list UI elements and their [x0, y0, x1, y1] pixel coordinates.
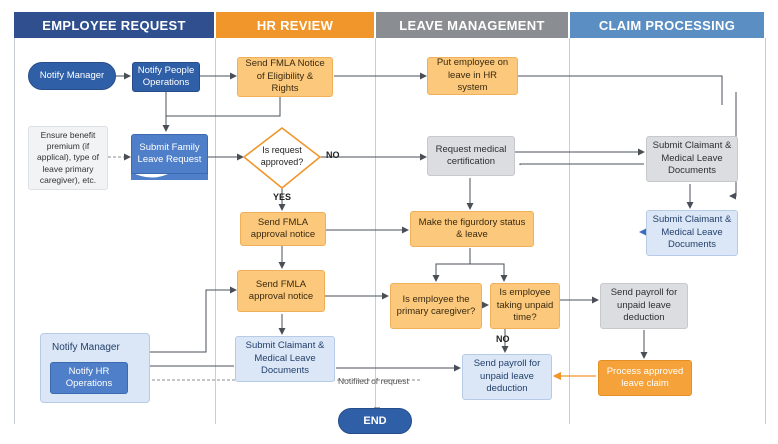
notify-manager-bottom: Notify Manager: [52, 342, 120, 353]
lane-leave-management: [375, 38, 570, 424]
lane-header-hr-review: HR REVIEW: [216, 12, 374, 38]
edge-label-no-1: NO: [326, 150, 340, 160]
edge-people-ops-loop-to-fmla-notice: [165, 90, 281, 117]
submit-claimant-hr: Submit Claimant & Medical Leave Document…: [235, 336, 335, 382]
lane-employee-request: [14, 38, 215, 424]
is-primary-caregiver: Is employee the primary caregiver?: [390, 283, 482, 329]
send-fmla-approval-2: Send FMLA approval notice: [237, 270, 325, 312]
edge-submit-claimant-back: [519, 163, 644, 165]
edge-right-return: [729, 92, 737, 200]
lane-header-leave-management: LEAVE MANAGEMENT: [376, 12, 568, 38]
edge-make-figurdory-to-unpaid: [470, 263, 508, 282]
request-medical-cert: Request medical certification: [427, 136, 515, 176]
put-employee-on-leave: Put employee on leave in HR system: [427, 57, 518, 95]
edge-label-no-2: NO: [496, 334, 510, 344]
send-payroll-right: Send payroll for unpaid leave deduction: [600, 283, 688, 329]
edge-label-notified: Notifiied of request: [338, 376, 409, 386]
notify-hr-ops: Notify HR Operations: [50, 362, 128, 394]
send-payroll-bottom: Send payroll for unpaid leave deduction: [462, 354, 552, 400]
lane-hr-review: [215, 38, 376, 424]
decision-is-request-approved: [242, 126, 322, 190]
edge-notify-manager-bottom-to-approval-2: [140, 286, 237, 353]
lane-header-claim-processing: CLAIM PROCESSING: [570, 12, 764, 38]
edge-put-on-leave-to-claim: [518, 75, 723, 105]
notify-people-ops: Notify People Operations: [132, 62, 200, 92]
end-terminator: END: [338, 408, 412, 434]
ensure-benefit-note: Ensure benefit premium (if applical), ty…: [28, 126, 108, 190]
submit-claimant-mid: Submit Claimant & Medical Leave Document…: [646, 210, 738, 256]
edge-make-figurdory-to-primary: [432, 248, 471, 282]
process-approved-claim: Process approved leave claim: [598, 360, 692, 396]
submit-family-leave: Submit Family Leave Request: [131, 134, 208, 174]
lane-claim-processing: [569, 38, 766, 424]
lane-header-employee-request: EMPLOYEE REQUEST: [14, 12, 214, 38]
submit-claimant-top: Submit Claimant & Medical Leave Document…: [646, 136, 738, 182]
is-request-approved-label: Is request approved?: [260, 145, 304, 167]
notify-manager-top: Notify Manager: [28, 62, 116, 90]
edge-label-yes: YES: [273, 192, 292, 202]
make-figurdory-status: Make the figurdory status & leave: [410, 211, 534, 247]
is-taking-unpaid: Is employee taking unpaid time?: [490, 283, 560, 329]
send-fmla-approval-1: Send FMLA approval notice: [240, 212, 326, 246]
send-fmla-notice: Send FMLA Notice of Eligibility & Rights: [237, 57, 333, 97]
